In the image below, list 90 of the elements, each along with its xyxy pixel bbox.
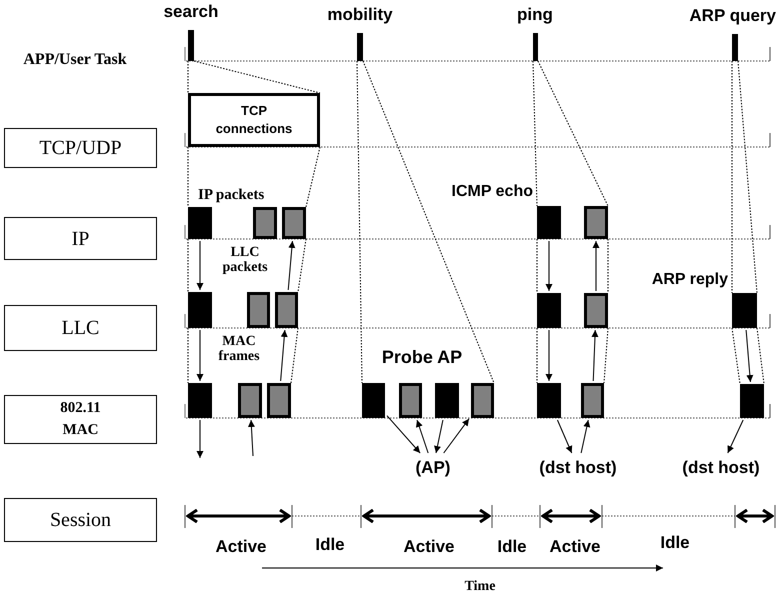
annotation-text: MAC frames — [217, 335, 261, 364]
reply-packet — [247, 292, 270, 328]
arrow — [443, 418, 470, 454]
annotation-text: Idle — [496, 536, 528, 558]
task-bar — [188, 30, 194, 61]
dotted-projection-line — [306, 146, 320, 208]
arrow — [546, 240, 552, 292]
arrow — [248, 420, 255, 456]
destination-label: (dst host) — [666, 455, 776, 480]
annotation-text: Idle — [659, 532, 691, 554]
dotted-projection-line — [532, 60, 538, 206]
layer-box — [4, 498, 157, 542]
task-bar — [533, 33, 538, 61]
reply-packet — [584, 293, 608, 328]
row-heading: APP/User Task — [10, 38, 140, 82]
annotation-text: LLC packets — [221, 246, 269, 276]
annotation-text: ARP reply — [650, 270, 728, 290]
arrow — [416, 420, 429, 454]
annotation-text: Idle — [314, 534, 346, 556]
reply-packet — [584, 206, 608, 239]
request-packet — [188, 292, 212, 328]
dotted-projection-line — [298, 238, 306, 292]
layer-name: 802.11 MAC — [59, 398, 102, 440]
request-packet — [537, 383, 561, 418]
request-packet — [362, 383, 385, 418]
layer-name: IP — [72, 226, 90, 252]
annotation-text: Active — [402, 536, 456, 558]
dotted-projection-line — [756, 328, 764, 384]
dotted-projection-line — [536, 328, 538, 384]
arrow — [727, 420, 744, 454]
arrow — [592, 240, 600, 292]
task-bar — [357, 33, 363, 61]
dotted-projection-line — [604, 328, 608, 384]
task-title: search — [162, 2, 220, 22]
dotted-projection-line — [290, 328, 298, 384]
annotation-text: Active — [214, 536, 268, 558]
reply-packet — [581, 383, 604, 418]
layer-name: TCP/UDP — [39, 136, 122, 161]
request-packet — [188, 207, 212, 239]
dotted-projection-line — [356, 60, 362, 384]
arrow — [580, 420, 590, 454]
arrow — [288, 240, 296, 290]
task-title: ARP query — [688, 6, 776, 26]
layer-name: TCP connections — [214, 102, 294, 138]
arrow — [556, 420, 572, 454]
arrow — [746, 330, 754, 382]
reply-packet — [399, 383, 422, 418]
reply-packet — [282, 207, 306, 239]
annotation-text: Time — [464, 578, 496, 596]
dotted-projection-line — [732, 328, 740, 384]
arrow — [591, 330, 598, 382]
dotted-projection-line — [536, 238, 538, 294]
task-bar — [732, 34, 738, 61]
layer-box — [4, 395, 157, 444]
dotted-projection-line — [194, 60, 320, 94]
connection-box — [188, 93, 320, 147]
layer-name: Session — [50, 508, 112, 533]
annotation-text: Probe AP — [380, 346, 464, 369]
reply-packet — [238, 383, 262, 418]
task-title: mobility — [326, 5, 394, 25]
arrow — [196, 240, 204, 290]
layer-box — [4, 217, 157, 260]
request-packet — [740, 384, 764, 418]
request-packet — [188, 383, 212, 418]
request-packet — [537, 206, 561, 239]
reply-packet — [275, 292, 298, 328]
arrow — [196, 420, 204, 458]
dotted-projection-line — [738, 60, 758, 294]
annotation-text: ICMP echo — [450, 182, 533, 202]
reply-packet — [471, 383, 494, 418]
destination-label: (AP) — [402, 455, 464, 480]
layer-name: LLC — [62, 316, 100, 341]
annotation-text: Active — [548, 536, 602, 558]
arrow — [546, 330, 552, 382]
arrow — [280, 330, 288, 382]
request-packet — [435, 383, 459, 418]
arrow — [386, 415, 421, 454]
arrow — [434, 420, 444, 454]
layer-box — [4, 305, 157, 351]
request-packet — [537, 293, 561, 328]
reply-packet — [267, 383, 291, 418]
destination-label: (dst host) — [523, 455, 633, 480]
task-title: ping — [516, 5, 554, 25]
layer-box — [4, 128, 157, 168]
reply-packet — [253, 207, 277, 239]
arrow — [196, 330, 204, 382]
dotted-projection-line — [538, 60, 608, 206]
dotted-projection-line — [362, 60, 494, 384]
annotation-text: IP packets — [198, 186, 266, 205]
request-packet — [732, 293, 757, 328]
